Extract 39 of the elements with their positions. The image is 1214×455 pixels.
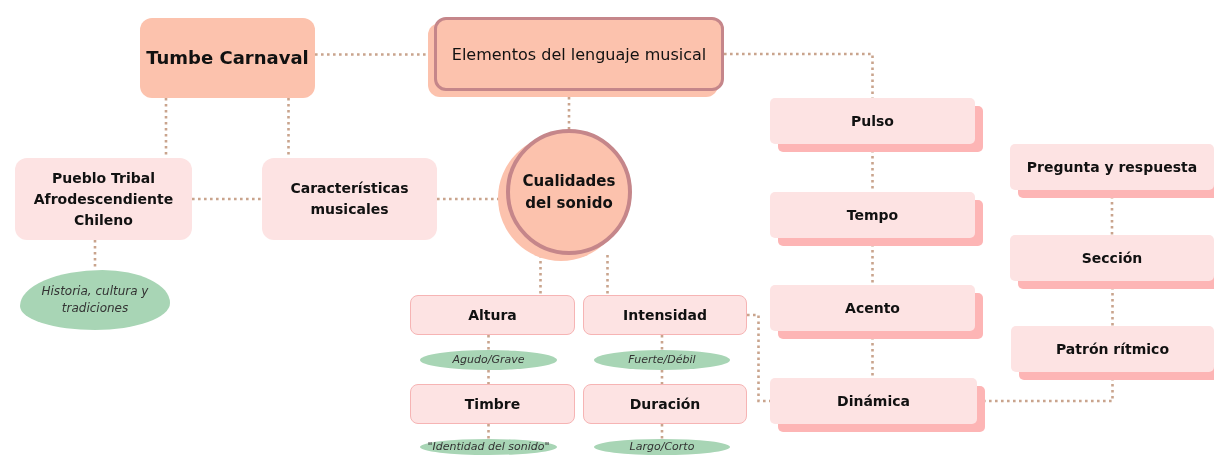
dotted-connector	[606, 255, 609, 295]
topic-box	[140, 18, 315, 98]
node-label: Intensidad	[623, 305, 707, 325]
node-label: Fuerte/Débil	[628, 352, 696, 368]
dotted-connector	[660, 424, 664, 439]
node-label: Características musicales	[289, 179, 410, 219]
node-label: Altura	[468, 305, 517, 325]
node-label: Tumbe Carnaval	[146, 45, 309, 70]
concept-box	[583, 295, 747, 335]
node-label: Pulso	[851, 111, 894, 131]
node-label: Timbre	[464, 394, 521, 414]
node-label: Largo/Corto	[629, 439, 695, 455]
node-label: "Identidad del sonido"	[427, 439, 550, 455]
node-label: Elementos del lenguaje musical	[451, 44, 707, 64]
dotted-connector	[660, 335, 664, 350]
node-label: Pueblo Tribal Afrodescendiente Chileno	[32, 168, 175, 230]
dotted-connector	[192, 197, 262, 201]
dotted-connector	[487, 335, 490, 350]
dotted-connector	[287, 98, 290, 158]
concept-box	[583, 384, 747, 424]
concept-box	[410, 384, 575, 424]
node-label: Acento	[845, 298, 900, 318]
dotted-connector	[487, 370, 490, 384]
node-label: Historia, cultura y tradiciones	[40, 283, 150, 317]
subtopic-box	[262, 158, 437, 240]
node-label: Duración	[629, 394, 701, 414]
node-label: Sección	[1081, 248, 1143, 268]
node-label: Tempo	[846, 205, 899, 225]
dotted-connector	[164, 98, 168, 158]
dotted-connector	[93, 240, 97, 270]
node-label: Pregunta y respuesta	[1026, 157, 1198, 177]
subtopic-box	[15, 158, 192, 240]
node-label: Agudo/Grave	[452, 352, 525, 368]
dotted-connector	[487, 424, 490, 439]
dotted-connector	[660, 370, 664, 384]
concept-box	[410, 295, 575, 335]
node-label: Dinámica	[837, 391, 910, 411]
node-label: Patrón rítmico	[1055, 339, 1170, 359]
node-label: Cualidades del sonido	[521, 170, 617, 214]
